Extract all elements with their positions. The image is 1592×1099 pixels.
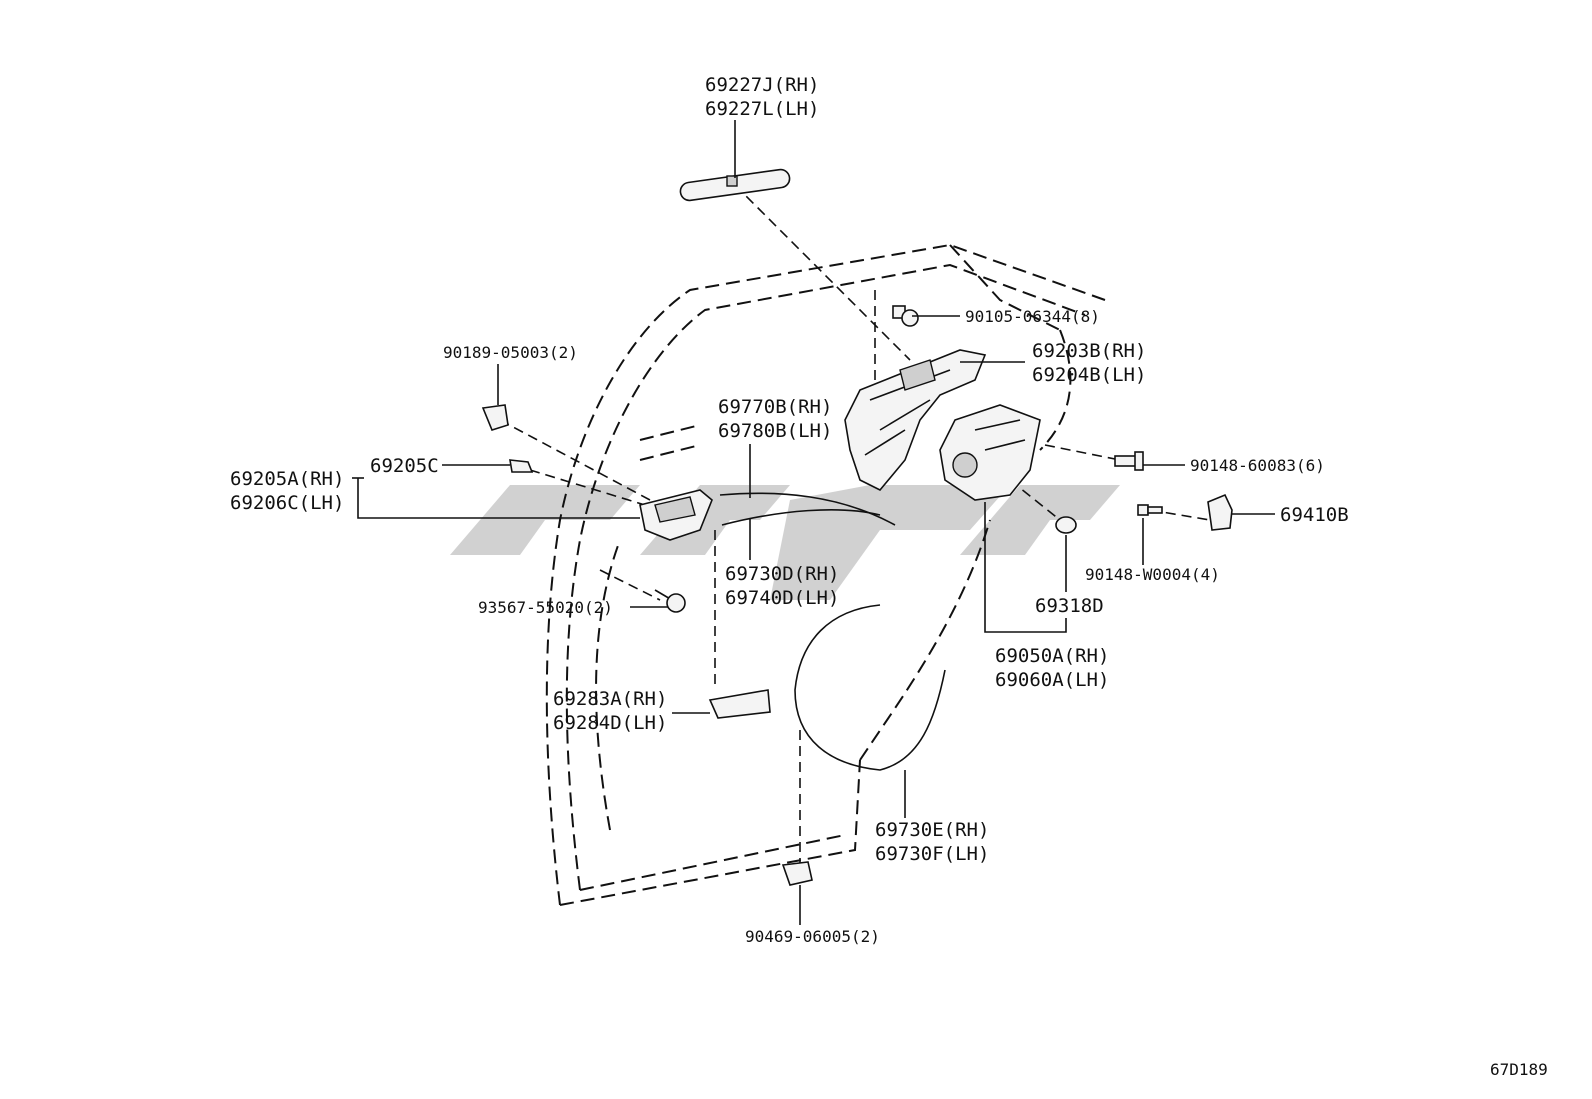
- label-69318: 69318D: [1035, 595, 1104, 617]
- label-69050: 69050A(RH) 69060A(LH): [995, 645, 1109, 691]
- svg-text:69284D(LH): 69284D(LH): [553, 712, 667, 734]
- part-69203-handle-frame: [844, 349, 987, 491]
- label-90148-60083: 90148-60083(6): [1190, 456, 1325, 475]
- part-93567-screw: [654, 589, 686, 613]
- svg-text:69206C(LH): 69206C(LH): [230, 492, 344, 514]
- svg-text:69050A(RH): 69050A(RH): [995, 645, 1109, 667]
- label-69410: 69410B: [1280, 504, 1349, 526]
- part-69050-door-lock: [939, 404, 1041, 501]
- label-69770: 69770B(RH) 69780B(LH): [718, 396, 832, 442]
- label-93567: 93567-55020(2): [478, 598, 613, 617]
- label-69205: 69205A(RH) 69206C(LH): [230, 468, 344, 514]
- svg-text:69205C: 69205C: [370, 455, 439, 477]
- svg-text:90469-06005(2): 90469-06005(2): [745, 927, 880, 946]
- svg-text:90148-60083(6): 90148-60083(6): [1190, 456, 1325, 475]
- svg-text:69780B(LH): 69780B(LH): [718, 420, 832, 442]
- label-69283: 69283A(RH) 69284D(LH): [553, 688, 667, 734]
- part-90148-bolt-a: [1114, 451, 1144, 471]
- part-69730e-cable: [794, 604, 946, 771]
- part-69770-cable: [719, 492, 896, 526]
- label-69205c: 69205C: [370, 455, 439, 477]
- svg-text:69730F(LH): 69730F(LH): [875, 843, 989, 865]
- diagram-id: 67D189: [1490, 1060, 1548, 1079]
- svg-text:90189-05003(2): 90189-05003(2): [443, 343, 578, 362]
- svg-text:69283A(RH): 69283A(RH): [553, 688, 667, 710]
- part-69205-inside-handle: [639, 489, 713, 541]
- assembly-lines: [499, 184, 1211, 870]
- svg-text:69410B: 69410B: [1280, 504, 1349, 526]
- svg-text:69227J(RH): 69227J(RH): [705, 74, 819, 96]
- label-90148-w0004: 90148-W0004(4): [1085, 565, 1220, 584]
- label-90105: 90105-06344(8): [965, 307, 1100, 326]
- part-90105-screw: [892, 305, 919, 327]
- label-69730d: 69730D(RH) 69740D(LH): [725, 563, 839, 609]
- label-69730e: 69730E(RH) 69730F(LH): [875, 819, 989, 865]
- svg-text:69740D(LH): 69740D(LH): [725, 587, 839, 609]
- part-69318-seal: [1055, 516, 1077, 534]
- svg-text:69060A(LH): 69060A(LH): [995, 669, 1109, 691]
- door-outline: [545, 243, 1106, 906]
- part-69410-striker: [1207, 493, 1233, 531]
- svg-text:69204B(LH): 69204B(LH): [1032, 364, 1146, 386]
- part-90148-bolt-b: [1137, 504, 1163, 516]
- svg-text:69770B(RH): 69770B(RH): [718, 396, 832, 418]
- svg-text:93567-55020(2): 93567-55020(2): [478, 598, 613, 617]
- svg-text:69205A(RH): 69205A(RH): [230, 468, 344, 490]
- part-90189-clip: [481, 404, 509, 431]
- svg-text:69730D(RH): 69730D(RH): [725, 563, 839, 585]
- label-90189: 90189-05003(2): [443, 343, 578, 362]
- label-69227: 69227J(RH) 69227L(LH): [705, 74, 819, 120]
- part-90469-clip: [781, 861, 813, 886]
- leader-lines: [352, 120, 1275, 925]
- part-69205c-pad: [509, 459, 534, 473]
- svg-text:69318D: 69318D: [1035, 595, 1104, 617]
- label-90469: 90469-06005(2): [745, 927, 880, 946]
- part-69283-cover: [708, 689, 771, 719]
- svg-text:69203B(RH): 69203B(RH): [1032, 340, 1146, 362]
- label-69203: 69203B(RH) 69204B(LH): [1032, 340, 1146, 386]
- svg-text:90148-W0004(4): 90148-W0004(4): [1085, 565, 1220, 584]
- svg-text:69730E(RH): 69730E(RH): [875, 819, 989, 841]
- svg-text:90105-06344(8): 90105-06344(8): [965, 307, 1100, 326]
- svg-text:69227L(LH): 69227L(LH): [705, 98, 819, 120]
- part-69227-trim-strip: [679, 168, 791, 202]
